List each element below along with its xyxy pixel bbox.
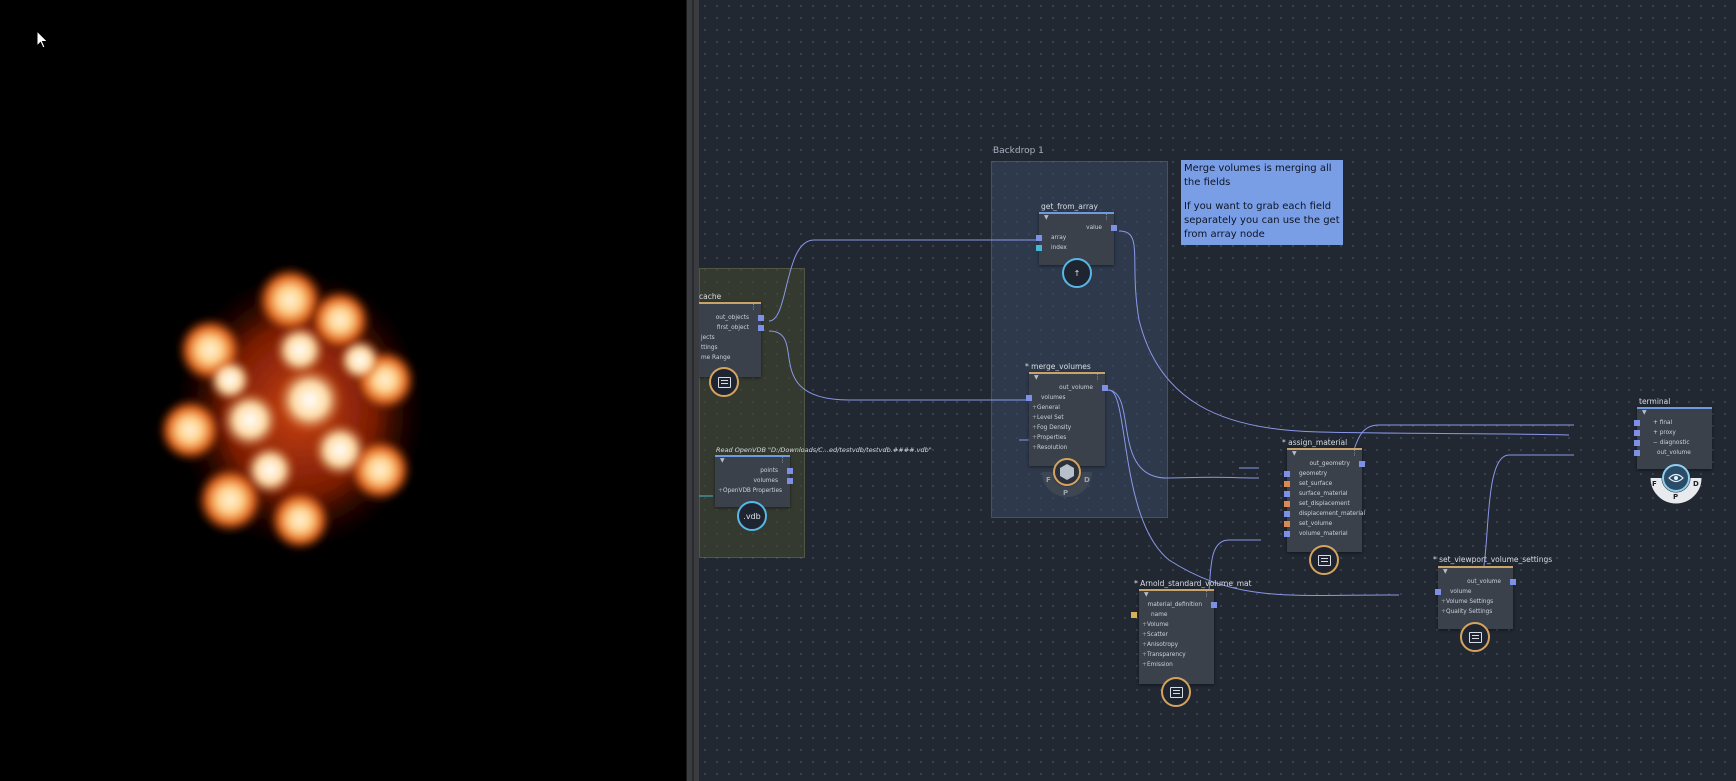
arnold-mat-badge-icon[interactable]	[1161, 677, 1191, 707]
port-geometry[interactable]: geometry	[1284, 469, 1362, 479]
port-set-volume[interactable]: set_volume	[1284, 519, 1362, 529]
port-diagnostic[interactable]: − diagnostic	[1634, 438, 1712, 448]
cache-input-settings: ttings	[701, 345, 718, 351]
cache-node-badge-icon[interactable]	[709, 367, 739, 397]
port-terminal-out-volume[interactable]: out_volume	[1634, 448, 1712, 458]
group-properties[interactable]: Properties	[1029, 433, 1105, 443]
port-displacement-material[interactable]: displacement_material	[1284, 509, 1365, 519]
viewport-settings-node[interactable]: ▼ out_volume volume Volume Settings Qual…	[1435, 566, 1516, 629]
arnold-mat-title: * Arnold_standard_volume_mat	[1134, 579, 1252, 588]
port-set-surface[interactable]: set_surface	[1284, 479, 1362, 489]
arnold-mat-node[interactable]: ▼⋮ material_definition name Volume Scatt…	[1131, 589, 1217, 684]
group-quality-settings[interactable]: Quality Settings	[1438, 607, 1513, 617]
cache-input-objects: jects	[701, 335, 715, 341]
port-material-definition[interactable]: material_definition	[1139, 600, 1217, 610]
port-array[interactable]: array	[1036, 233, 1114, 243]
merge-volumes-title: * merge_volumes	[1025, 362, 1091, 371]
terminal-title: terminal	[1639, 397, 1671, 406]
cache-node[interactable]: ⋮ out_objects first_object jects ttings …	[699, 302, 764, 377]
terminal-ring-f[interactable]: F	[1652, 480, 1657, 488]
terminal-ring-p[interactable]: P	[1673, 493, 1679, 501]
group-volume[interactable]: Volume	[1139, 620, 1214, 630]
read-openvdb-node[interactable]: ▼⋮ points volumes OpenVDB Properties	[715, 455, 793, 507]
get-from-array-title: get_from_array	[1041, 202, 1098, 211]
ring-label-f[interactable]: F	[1046, 476, 1051, 484]
render-viewport[interactable]	[0, 0, 686, 781]
volume-render-explosion	[157, 265, 425, 552]
group-anisotropy[interactable]: Anisotropy	[1139, 640, 1214, 650]
cache-node-title: cache	[699, 292, 722, 301]
ring-label-d[interactable]: D	[1084, 476, 1090, 484]
port-out-geometry[interactable]: out_geometry	[1287, 459, 1365, 469]
port-viewport-out-volume[interactable]: out_volume	[1438, 577, 1516, 587]
sticky-note[interactable]: Merge volumes is merging all the fields …	[1181, 160, 1343, 245]
note-line-1: Merge volumes is merging all the fields	[1184, 163, 1332, 188]
assign-material-node[interactable]: ▼⋮ out_geometry geometry set_surface sur…	[1284, 448, 1365, 552]
note-line-2: If you want to grab each field separatel…	[1184, 201, 1340, 240]
port-out-volume[interactable]: out_volume	[1029, 383, 1108, 393]
group-openvdb-properties[interactable]: OpenVDB Properties	[715, 486, 790, 496]
merge-volumes-node[interactable]: ▼⋮ out_volume volumes General Level Set …	[1026, 372, 1108, 466]
port-volumes[interactable]: volumes	[715, 476, 793, 486]
terminal-ring-icon[interactable]	[1650, 458, 1702, 504]
group-general[interactable]: General	[1029, 403, 1105, 413]
get-from-array-badge-icon[interactable]: ↑	[1062, 258, 1092, 288]
viewport-settings-badge-icon[interactable]	[1460, 622, 1490, 652]
assign-material-title: * assign_material	[1282, 438, 1348, 447]
port-points[interactable]: points	[715, 466, 793, 476]
node-graph-canvas[interactable]: Backdrop 1 Merge volumes is merging all …	[699, 0, 1736, 781]
terminal-node[interactable]: ▼ + final + proxy − diagnostic out_volum…	[1634, 407, 1712, 469]
group-transparency[interactable]: Transparency	[1139, 650, 1214, 660]
viewport-settings-title: * set_viewport_volume_settings	[1433, 555, 1553, 564]
port-set-displacement[interactable]: set_displacement	[1284, 499, 1362, 509]
assign-material-badge-icon[interactable]	[1309, 545, 1339, 575]
port-index[interactable]: index	[1036, 243, 1114, 253]
port-proxy[interactable]: + proxy	[1634, 428, 1712, 438]
port-volumes-in[interactable]: volumes	[1026, 393, 1105, 403]
port-name[interactable]: name	[1131, 610, 1214, 620]
backdrop-title: Backdrop 1	[993, 146, 1044, 156]
port-first-object[interactable]: first_object	[699, 323, 764, 333]
panel-splitter[interactable]	[686, 0, 699, 781]
terminal-ring-d[interactable]: D	[1693, 480, 1699, 488]
eye-icon[interactable]	[1662, 464, 1690, 492]
port-out-objects[interactable]: out_objects	[699, 313, 764, 323]
get-from-array-node[interactable]: ▼⋮ value array index	[1036, 212, 1117, 265]
group-resolution[interactable]: Resolution	[1029, 443, 1105, 453]
group-level-set[interactable]: Level Set	[1029, 413, 1105, 423]
read-openvdb-title: Read OpenVDB "D:/Downloads/C...ed/testvd…	[716, 446, 932, 454]
group-scatter[interactable]: Scatter	[1139, 630, 1214, 640]
group-emission[interactable]: Emission	[1139, 660, 1214, 670]
port-final[interactable]: + final	[1634, 418, 1712, 428]
cache-input-frame-range: me Range	[701, 355, 731, 361]
mouse-cursor-icon	[36, 30, 49, 49]
merge-volumes-ring-icon[interactable]	[1042, 456, 1092, 502]
ring-label-p[interactable]: P	[1063, 489, 1069, 497]
port-volume[interactable]: volume	[1435, 587, 1513, 597]
port-surface-material[interactable]: surface_material	[1284, 489, 1362, 499]
port-value[interactable]: value	[1039, 223, 1117, 233]
port-volume-material[interactable]: volume_material	[1284, 529, 1362, 539]
vdb-badge-icon[interactable]: .vdb	[737, 501, 767, 531]
group-fog-density[interactable]: Fog Density	[1029, 423, 1105, 433]
connection-wires	[699, 230, 1574, 609]
group-volume-settings[interactable]: Volume Settings	[1438, 597, 1513, 607]
